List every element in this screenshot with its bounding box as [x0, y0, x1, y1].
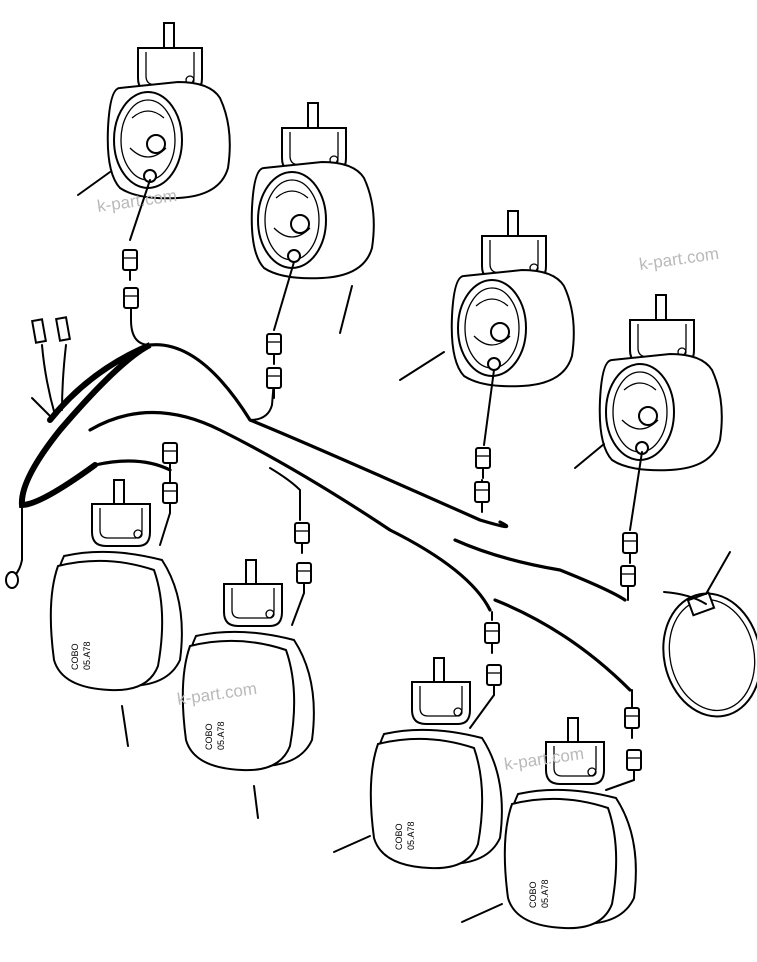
lamp-7-marking-line2: 05.A78	[406, 821, 416, 850]
leader-7	[121, 705, 129, 747]
leader-4	[574, 443, 605, 469]
lamp-6-marking-line2: 05.A78	[216, 721, 226, 750]
spade-terminal-2	[55, 316, 71, 342]
leader-6	[705, 551, 731, 595]
work-lamp-6: COBO 05.A78	[181, 559, 315, 772]
leader-2	[339, 285, 353, 334]
lamp-5-marking-line1: COBO	[70, 643, 80, 670]
leader-10	[461, 903, 503, 923]
lamp-7-pigtail	[469, 622, 502, 729]
leader-lines	[31, 171, 731, 923]
lamp-6-marking-line1: COBO	[204, 723, 214, 750]
lamp-8-marking-line1: COBO	[528, 881, 538, 908]
lamp-7-marking-line1: COBO	[394, 823, 404, 850]
work-lamp-7: COBO 05.A78	[369, 657, 503, 870]
lamp-4-pigtail	[620, 451, 643, 597]
lamp-3-pigtail	[474, 369, 495, 513]
leader-3	[399, 351, 445, 381]
work-lamp-2	[250, 102, 375, 280]
watermark-1: k-part.com	[96, 186, 178, 216]
work-lamp-8: COBO 05.A78	[503, 717, 637, 930]
cable-tie	[662, 591, 757, 718]
lamp-6-pigtail	[291, 522, 312, 626]
ring-terminal	[5, 571, 19, 589]
lamp-8-pigtail	[605, 707, 642, 791]
lamp-8-marking-line2: 05.A78	[540, 879, 550, 908]
leader-1	[77, 171, 111, 196]
work-lamp-4	[598, 294, 723, 472]
work-lamp-3	[450, 210, 575, 388]
leader-9	[333, 835, 371, 853]
work-lamp-5: COBO 05.A78	[49, 479, 183, 692]
lamp-1-pigtail	[122, 179, 151, 319]
lamp-2-pigtail	[266, 261, 295, 399]
leader-5	[31, 397, 53, 419]
watermark-2: k-part.com	[638, 244, 720, 274]
lamp-5-marking-line2: 05.A78	[82, 641, 92, 670]
lamp-5-pigtail	[159, 442, 178, 546]
work-lamp-1	[106, 22, 231, 200]
leader-8	[253, 785, 259, 819]
spade-terminal-1	[31, 318, 47, 344]
